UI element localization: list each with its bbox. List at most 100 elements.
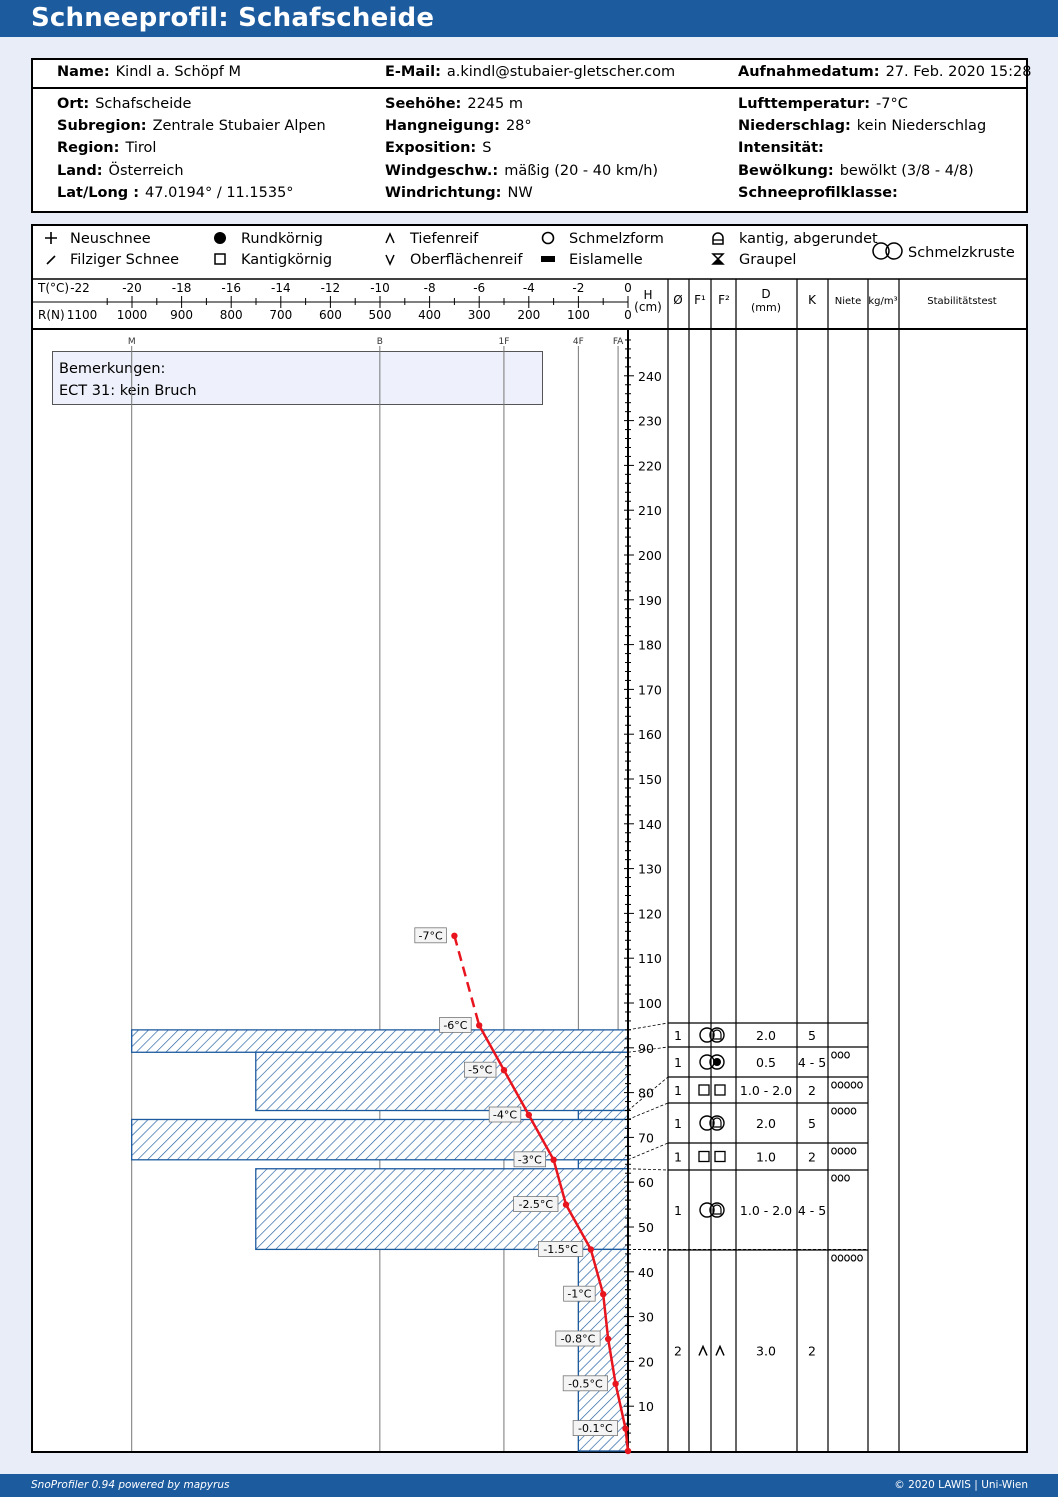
t-tick-label: -6 — [473, 281, 485, 295]
h-tick-label: 40 — [638, 1265, 654, 1280]
r-tick-label: 500 — [369, 308, 392, 322]
h-tick-label: 180 — [638, 638, 662, 653]
r-tick-label: 600 — [319, 308, 342, 322]
table-header: K — [808, 293, 817, 307]
layer-connector — [627, 1046, 669, 1053]
legend-eislamelle: Eislamelle — [541, 252, 643, 268]
niete-marker — [850, 1107, 857, 1115]
temperature-label-box — [439, 1017, 472, 1033]
temperature-label: -5°C — [468, 1064, 492, 1077]
r-tick-label: 300 — [468, 308, 491, 322]
page-title: Schneeprofil: Schafscheide — [31, 3, 435, 33]
temperature-label-box — [563, 1285, 596, 1302]
v-icon — [385, 254, 395, 266]
temperature-label: -3°C — [518, 1153, 542, 1166]
table-cell-o: 1 — [674, 1028, 682, 1043]
hardness-label: 4F — [573, 337, 584, 347]
slash-icon — [46, 255, 56, 265]
hardness-label: B — [377, 337, 383, 347]
niete-marker — [844, 1081, 850, 1089]
h-tick-label: 50 — [638, 1220, 654, 1235]
table-cell-d: 0.5 — [756, 1055, 776, 1070]
snow-layer-bar — [255, 1051, 629, 1112]
table-header: D — [761, 287, 770, 301]
temperature-point — [622, 1425, 629, 1432]
table-cell-o: 1 — [674, 1203, 682, 1218]
temperature-point — [600, 1291, 607, 1298]
temperature-point — [500, 1067, 508, 1074]
layer-connector — [627, 1076, 669, 1111]
h-tick-label: 160 — [638, 727, 662, 742]
table-header: Ø — [673, 293, 682, 307]
table-cell-k: 4 - 5 — [798, 1203, 826, 1218]
double-circle-icon — [709, 1054, 725, 1070]
niete-marker — [850, 1081, 857, 1089]
info-box: Name:Kindl a. Schöpf M E-Mail:a.kindl@st… — [31, 58, 1031, 213]
weather-intensity: Intensität: — [738, 140, 824, 156]
temperature-label: -2.5°C — [518, 1198, 553, 1211]
legend-schmelzkruste: Schmelzkruste — [871, 241, 1015, 261]
filled-circle-icon — [214, 232, 226, 244]
r-tick-label: 0 — [624, 308, 632, 322]
terrain-winddir: Windrichtung:NW — [385, 185, 533, 201]
r-tick-label: 200 — [517, 308, 540, 322]
weather-precip: Niederschlag:kein Niederschlag — [738, 118, 987, 134]
t-tick-label: -22 — [70, 281, 90, 295]
temperature-point — [562, 1201, 570, 1208]
rounded-angular-icon — [712, 1117, 722, 1128]
table-cell-k: 2 — [808, 1344, 816, 1359]
hardness-label: 1F — [498, 337, 509, 347]
temperature-point — [587, 1246, 594, 1253]
t-tick-label: -14 — [271, 281, 291, 295]
remarks-box: Bemerkungen: ECT 31: kein Bruch — [52, 351, 543, 405]
legend-tiefenreif: Tiefenreif — [383, 231, 478, 247]
temperature-point — [550, 1156, 557, 1164]
h-tick-label: 130 — [638, 862, 662, 877]
h-tick-label: 20 — [638, 1354, 654, 1369]
temperature-air-line — [453, 935, 481, 1026]
niete-marker — [831, 1081, 837, 1089]
temperature-point — [604, 1335, 612, 1343]
bar-icon — [541, 256, 555, 262]
legend-graupel: Graupel — [711, 252, 796, 268]
niete-marker — [837, 1051, 844, 1059]
weather-clouds: Bewölkung:bewölkt (3/8 - 4/8) — [738, 163, 974, 179]
table-cell-d: 3.0 — [756, 1344, 776, 1359]
location-land: Land:Österreich — [57, 163, 184, 179]
info-divider — [33, 87, 1026, 89]
double-circle-icon — [709, 1027, 725, 1043]
hardness-label: M — [128, 337, 136, 347]
t-axis-label: T(°C) — [37, 281, 69, 295]
r-tick-label: 800 — [220, 308, 243, 322]
r-tick-label: 900 — [170, 308, 193, 322]
temperature-label: -0.1°C — [578, 1422, 613, 1435]
filled-circle-icon — [713, 1058, 721, 1066]
table-header: F² — [718, 293, 730, 307]
footer-copyright: © 2020 LAWIS | Uni-Wien — [894, 1479, 1028, 1491]
terrain-windspeed: Windgeschw.:mäßig (20 - 40 km/h) — [385, 163, 659, 179]
legend-schmelzform: Schmelzform — [541, 231, 664, 247]
niete-marker — [850, 1254, 857, 1262]
layer-connector — [627, 1142, 669, 1161]
table-cell-d: 2.0 — [756, 1028, 776, 1043]
terrain-slope: Hangneigung:28° — [385, 118, 532, 134]
temperature-label: -0.5°C — [568, 1377, 603, 1390]
temperature-label-box — [555, 1330, 601, 1347]
h-tick-label: 60 — [638, 1175, 654, 1190]
table-cell-o: 1 — [674, 1055, 682, 1070]
niete-marker — [844, 1107, 850, 1115]
legend-rundkoernig: Rundkörnig — [213, 231, 323, 247]
h-tick-label: 240 — [638, 369, 662, 384]
t-tick-label: 0 — [624, 281, 632, 295]
temperature-label: -1°C — [567, 1288, 591, 1301]
h-tick-label: 90 — [638, 1041, 654, 1056]
t-tick-label: -20 — [122, 281, 142, 295]
double-circle-icon — [872, 242, 903, 260]
t-tick-label: -18 — [172, 281, 192, 295]
legend-filziger: Filziger Schnee — [44, 252, 179, 268]
h-tick-label: 150 — [638, 772, 662, 787]
temperature-label: -1.5°C — [543, 1243, 578, 1256]
table-cell-k: 5 — [808, 1028, 816, 1043]
t-tick-label: -12 — [321, 281, 341, 295]
temperature-label: -6°C — [443, 1019, 467, 1032]
